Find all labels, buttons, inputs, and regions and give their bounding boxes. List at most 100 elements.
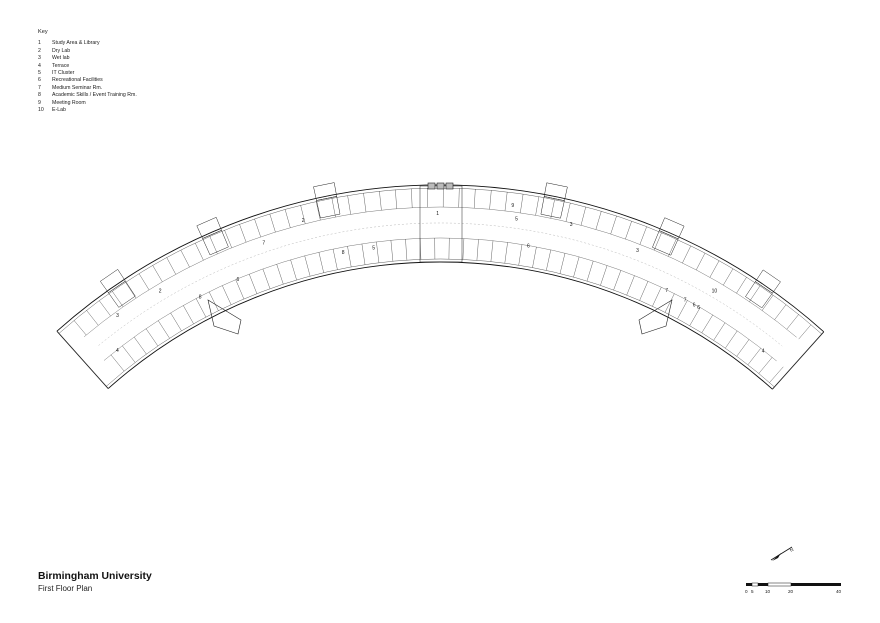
scale-tick-label: 10	[765, 589, 771, 594]
terrace-east	[638, 299, 673, 335]
rooflight	[445, 182, 454, 190]
wall-segment	[565, 202, 571, 222]
room-number-label: 7	[262, 240, 265, 246]
key-item-label: IT Cluster	[52, 70, 75, 77]
wall-segment	[689, 307, 701, 326]
wall-segment	[112, 291, 124, 307]
wall-segment	[208, 291, 219, 311]
wall-arc	[103, 237, 777, 362]
wall-segment	[99, 300, 111, 316]
key-item-label: Academic Skills / Event Training Rm.	[52, 92, 137, 99]
scale-tick-label: 20	[788, 589, 794, 594]
wall-arc	[107, 261, 773, 390]
wall-segment	[761, 294, 774, 311]
stair-core	[196, 216, 222, 239]
wall-segment	[580, 206, 586, 226]
key-item-number: 8	[38, 92, 41, 99]
wall-segment	[254, 218, 261, 237]
project-title: Birmingham University	[38, 571, 152, 582]
wall-segment	[290, 259, 297, 280]
wall-segment	[758, 357, 773, 374]
wall-segment	[209, 236, 218, 254]
wall-segment	[610, 215, 617, 235]
key-item-number: 1	[38, 40, 41, 47]
wall-segment	[458, 188, 460, 208]
wall-segment	[152, 265, 163, 282]
wall-segment	[772, 331, 825, 390]
scale-bar-segment	[751, 582, 759, 587]
key-item-label: Meeting Room	[52, 99, 86, 106]
key-item-number: 7	[38, 84, 41, 91]
wall-segment	[625, 221, 632, 240]
wall-arc	[83, 206, 797, 338]
scale-tick-label: 0	[745, 589, 748, 594]
room-number-label: 10	[712, 289, 718, 295]
wall-segment	[709, 260, 720, 278]
room-number-label: 7	[665, 288, 668, 294]
wall-arc	[106, 258, 775, 388]
wall-segment	[504, 191, 508, 211]
wall-segment	[613, 270, 622, 291]
wall-segment	[696, 253, 706, 271]
wall-segment	[747, 348, 761, 365]
wall-segment	[235, 279, 245, 300]
wall-segment	[626, 275, 635, 296]
wall-segment	[682, 245, 691, 264]
scale-bar: 0 5 10 20 40	[745, 582, 842, 594]
key-title: Key	[38, 29, 48, 35]
wall-segment	[180, 250, 190, 268]
wall-segment	[639, 226, 647, 245]
wall-segment	[183, 305, 194, 324]
wall-segment	[677, 300, 688, 319]
stair-core	[652, 230, 679, 256]
wall-segment	[652, 287, 662, 307]
wall-segment	[474, 189, 476, 209]
room-number-label: 3	[636, 248, 639, 254]
room-number-label: 7	[684, 297, 687, 303]
key-item-number: 4	[38, 62, 41, 69]
wall-segment	[749, 285, 761, 302]
wall-segment	[723, 268, 734, 286]
wall-segment	[798, 324, 812, 340]
wall-segment	[318, 252, 324, 273]
key-item: 9 Meeting Room	[38, 100, 137, 107]
wall-segment	[145, 328, 159, 347]
central-atrium	[419, 185, 463, 263]
room-number-label: 5	[515, 216, 518, 222]
wall-segment	[239, 224, 247, 243]
wall-segment	[489, 190, 492, 210]
wall-segment	[573, 256, 580, 278]
wall-segment	[586, 260, 594, 282]
scale-bar-segment	[746, 583, 752, 586]
key-item-number: 9	[38, 99, 41, 106]
wall-segment	[405, 239, 408, 261]
scale-tick-label: 40	[836, 589, 842, 594]
room-number-label: 5	[372, 245, 375, 251]
wall-segment	[518, 244, 523, 266]
wall-segment	[490, 240, 494, 262]
wall-segment	[595, 211, 602, 230]
wall-segment	[390, 240, 394, 262]
wall-segment	[546, 249, 551, 271]
wall-segment	[411, 188, 413, 208]
wall-segment	[332, 249, 338, 270]
room-number-label: 3	[116, 313, 119, 319]
stair-core	[658, 217, 685, 240]
wall-segment	[224, 230, 232, 248]
wall-segment	[600, 265, 608, 286]
stair-core	[745, 281, 773, 309]
room-number-label: 2	[159, 288, 162, 294]
wall-segment	[376, 241, 380, 263]
wall-segment	[395, 189, 397, 209]
wall-segment	[476, 239, 479, 261]
wall-segment	[347, 195, 351, 215]
drawing-title: First Floor Plan	[38, 584, 93, 593]
key-item-number: 3	[38, 55, 41, 62]
room-number-label: 6	[527, 244, 530, 250]
wall-segment	[195, 298, 207, 318]
key-item-label: Recreational Facilities	[52, 77, 103, 84]
